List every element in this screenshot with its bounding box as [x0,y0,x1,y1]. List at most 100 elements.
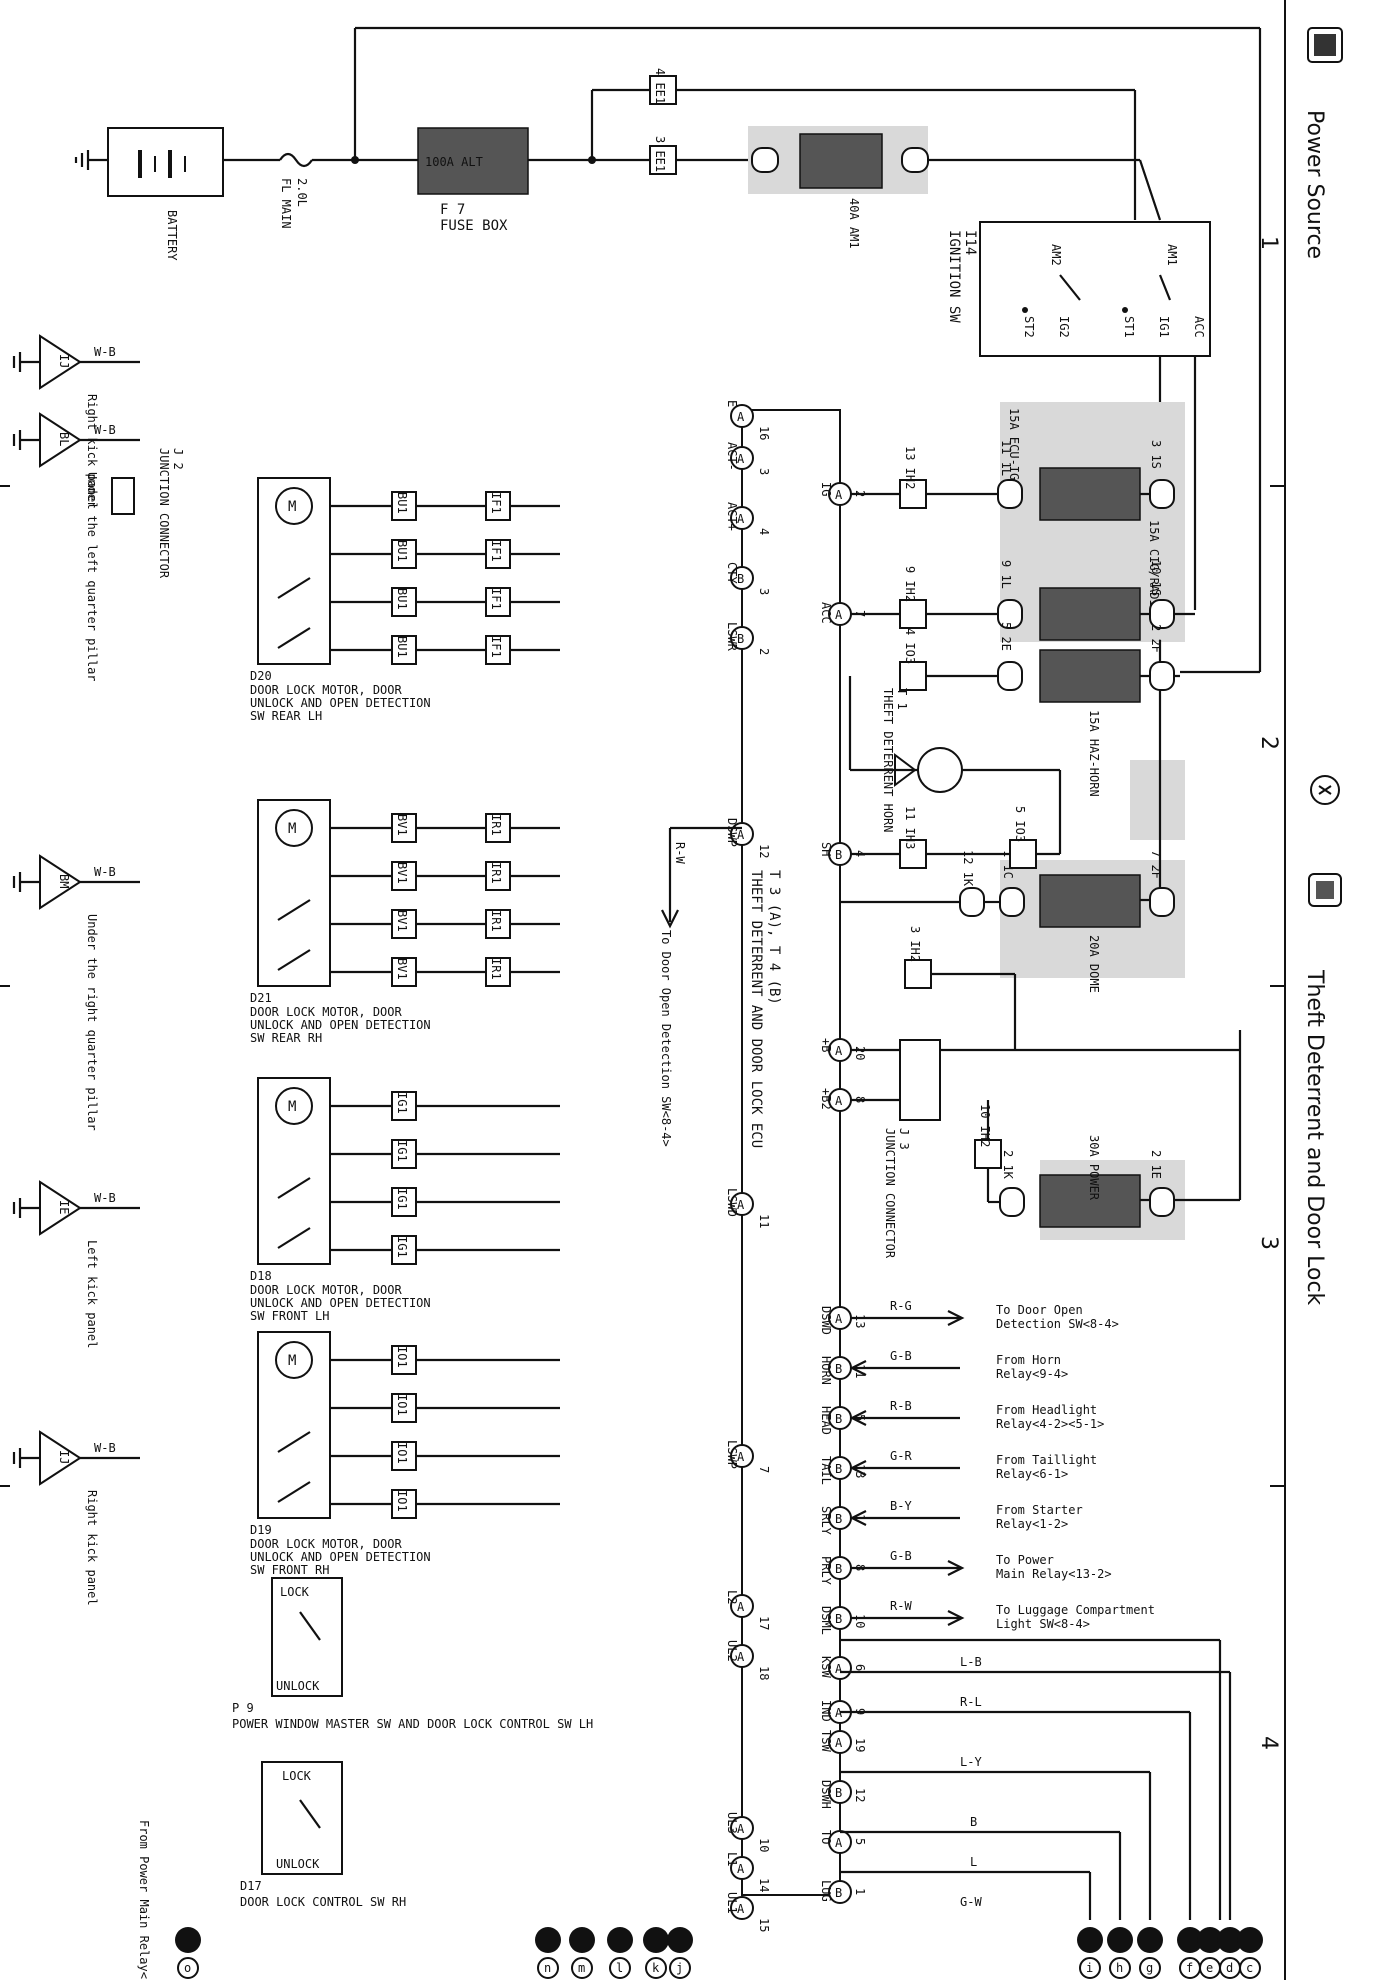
svg-text:From Taillight: From Taillight [996,1453,1097,1467]
svg-text:Right kick panel: Right kick panel [85,394,99,510]
svg-text:IR1: IR1 [489,958,503,980]
svg-text:LSWR: LSWR [725,622,739,652]
svg-text:SW FRONT RH: SW FRONT RH [250,1563,329,1577]
svg-text:k: k [652,1961,660,1975]
svg-text:G-R: G-R [890,1449,912,1463]
svg-text:UNLOCK AND OPEN DETECTION: UNLOCK AND OPEN DETECTION [250,1018,431,1032]
svg-text:IO1: IO1 [395,1346,409,1368]
svg-text:c: c [1246,1961,1253,1975]
car-alarm-icon [1310,775,1340,805]
svg-text:5: 5 [853,1838,867,1845]
svg-text:J 3: J 3 [897,1128,911,1150]
svg-text:5 IO3: 5 IO3 [1013,806,1027,842]
svg-text:D19: D19 [250,1523,272,1537]
svg-text:15: 15 [757,1918,771,1932]
fuse-power: 30A POWER [1039,1135,1141,1228]
svg-text:11 1L: 11 1L [999,440,1013,476]
svg-text:15A CIG/RADIO: 15A CIG/RADIO [1147,520,1161,614]
svg-text:BM: BM [57,874,71,888]
svg-text:20: 20 [853,1046,867,1060]
svg-text:SW FRONT LH: SW FRONT LH [250,1309,329,1323]
svg-text:UNLOCK: UNLOCK [276,1857,320,1871]
fuse-cig-radio: 15A CIG/RADIO [1039,520,1161,641]
ecu-bottom-right-wires [840,1638,1232,1920]
svg-text:m: m [578,1961,585,1975]
svg-text:A: A [737,1600,745,1614]
svg-text:L1: L1 [725,1852,739,1866]
svg-text:9 1L: 9 1L [999,560,1013,589]
svg-text:IF1: IF1 [489,588,503,610]
svg-text:40A AM1: 40A AM1 [847,198,861,249]
svg-text:JUNCTION CONNECTOR: JUNCTION CONNECTOR [883,1128,897,1259]
svg-text:BL: BL [57,432,71,446]
svg-text:+B2: +B2 [819,1088,833,1110]
svg-text:BV1: BV1 [395,958,409,980]
svg-text:IF1: IF1 [489,636,503,658]
svg-text:UNLOCK AND OPEN DETECTION: UNLOCK AND OPEN DETECTION [250,1296,431,1310]
svg-text:A: A [737,1862,745,1876]
svg-text:LOCK: LOCK [282,1769,312,1783]
svg-text:UL1: UL1 [725,1892,739,1914]
svg-text:IO1: IO1 [395,1394,409,1416]
svg-text:Under the left quarter pillar: Under the left quarter pillar [85,472,99,682]
svg-text:2 2F: 2 2F [1149,624,1163,653]
svg-text:TO: TO [819,1830,833,1844]
svg-text:W-B: W-B [94,1441,116,1455]
svg-text:IR1: IR1 [489,814,503,836]
svg-text:DOOR LOCK MOTOR, DOOR: DOOR LOCK MOTOR, DOOR [250,1005,402,1019]
svg-text:DOOR LOCK MOTOR, DOOR: DOOR LOCK MOTOR, DOOR [250,1537,402,1551]
fuse-ecu-ig: 15A ECU-IG [1007,408,1141,521]
svg-text:IG1: IG1 [395,1236,409,1258]
title-power-source: Power Source [1302,110,1327,259]
svg-text:UNLOCK AND OPEN DETECTION: UNLOCK AND OPEN DETECTION [250,1550,431,1564]
svg-text:G-W: G-W [960,1895,982,1909]
svg-text:W-B: W-B [94,345,116,359]
offpage-n: n [535,1927,561,1979]
svg-text:B: B [835,1886,842,1900]
svg-text:B: B [737,632,744,646]
svg-text:W-B: W-B [94,423,116,437]
svg-text:B: B [835,1786,842,1800]
svg-text:B: B [835,1412,842,1426]
svg-text:SH: SH [819,842,833,856]
svg-text:B: B [835,1462,842,1476]
svg-text:1: 1 [853,1888,867,1895]
offpage-j: j [667,1927,693,1979]
svg-text:LSWP: LSWP [725,1440,739,1469]
svg-text:4: 4 [757,528,771,535]
svg-text:IG1: IG1 [395,1188,409,1210]
svg-text:4 IO3: 4 IO3 [903,628,917,664]
svg-text:T 1: T 1 [895,688,909,710]
svg-text:19: 19 [853,1738,867,1752]
svg-text:Left kick panel: Left kick panel [85,1240,99,1348]
section-4: 4 [1256,1736,1281,1750]
svg-text:BU1: BU1 [395,588,409,610]
ignition-switch: AM2 AM1 ST2 IG2 ST1 IG1 ACC I14 IGNITION… [946,221,1211,357]
svg-text:AM2: AM2 [1049,244,1063,266]
offpage-g: g [1137,1927,1163,1979]
svg-text:UL3: UL3 [725,1812,739,1834]
svg-text:D18: D18 [250,1269,272,1283]
offpage-o: o [175,1927,201,1979]
svg-text:B: B [970,1815,977,1829]
svg-text:IG1: IG1 [395,1140,409,1162]
svg-text:13: 13 [853,1314,867,1328]
svg-text:R-B: R-B [890,1399,912,1413]
svg-text:18: 18 [757,1666,771,1680]
svg-text:IG: IG [819,482,833,496]
svg-text:h: h [1116,1961,1123,1975]
svg-text:Relay<9-4>: Relay<9-4> [996,1367,1068,1381]
svg-text:g: g [1146,1961,1153,1975]
